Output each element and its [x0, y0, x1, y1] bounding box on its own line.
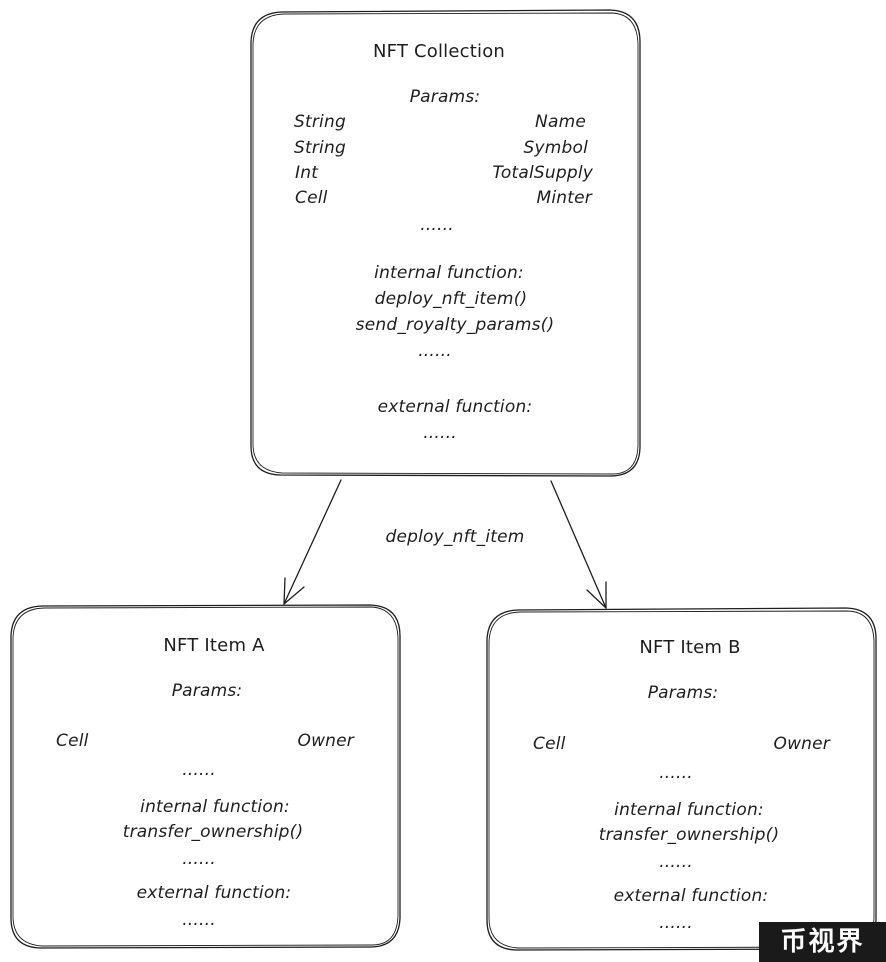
collection-params-ellipsis: ......	[420, 215, 454, 235]
item-a-internal-label: internal function:	[140, 797, 290, 817]
item-b-internal-ellipsis: ......	[659, 852, 693, 872]
item-a-external-ellipsis: ......	[182, 910, 216, 930]
item-b-internal-label: internal function:	[614, 800, 764, 820]
item-a-external-label: external function:	[136, 883, 292, 903]
collection-params-label: Params:	[409, 87, 481, 107]
collection-param-symbol: Symbol	[523, 138, 588, 158]
collection-param-type-symbol: String	[294, 138, 346, 158]
item-a-params-ellipsis: ......	[182, 760, 216, 780]
arrow-to-item-b	[550, 480, 607, 609]
item-a-box	[10, 604, 401, 949]
collection-param-type-name: String	[294, 112, 346, 132]
item-a-internal-fn: transfer_ownership()	[122, 822, 304, 842]
collection-title: NFT Collection	[372, 41, 506, 62]
collection-param-type-minter: Cell	[295, 188, 328, 208]
item-a-title: NFT Item A	[163, 635, 265, 656]
item-b-internal-fn: transfer_ownership()	[598, 825, 780, 845]
collection-internal-fn-royalty: send_royalty_params()	[355, 315, 555, 335]
item-a-internal-ellipsis: ......	[182, 849, 216, 869]
item-b-external-ellipsis: ......	[659, 913, 693, 933]
item-b-params-ellipsis: ......	[659, 763, 693, 783]
item-b-title: NFT Item B	[639, 637, 741, 658]
item-b-params-label: Params:	[647, 683, 719, 703]
edge-label-deploy-nft-item: deploy_nft_item	[385, 527, 525, 547]
item-b-param-type: Cell	[533, 734, 566, 754]
collection-internal-ellipsis: ......	[418, 341, 452, 361]
collection-param-name: Name	[535, 112, 586, 132]
item-a-param-name: Owner	[297, 731, 354, 751]
item-b-external-label: external function:	[613, 886, 769, 906]
collection-box	[250, 9, 641, 477]
collection-external-label: external function:	[377, 397, 533, 417]
arrow-to-item-a	[283, 479, 342, 605]
item-b-param-name: Owner	[773, 734, 830, 754]
collection-internal-label: internal function:	[374, 263, 524, 283]
item-a-param-type: Cell	[56, 731, 89, 751]
collection-external-ellipsis: ......	[423, 423, 457, 443]
collection-internal-fn-deploy: deploy_nft_item()	[374, 289, 528, 309]
watermark-logo: 币视界	[759, 922, 886, 962]
collection-param-totalsupply: TotalSupply	[492, 163, 593, 183]
item-a-params-label: Params:	[171, 681, 243, 701]
collection-param-type-totalsupply: Int	[295, 163, 319, 183]
collection-param-minter: Minter	[536, 188, 592, 208]
